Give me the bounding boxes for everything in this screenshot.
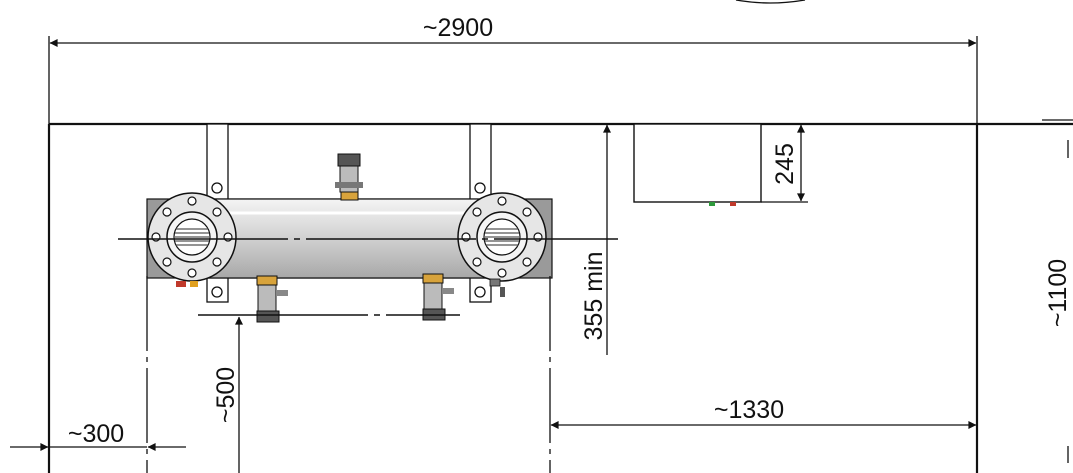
front-clearance-dimension: ~500 <box>212 316 243 473</box>
partial-object-top <box>735 0 806 4</box>
depth-label: ~1100 <box>1044 259 1072 327</box>
right-flange-icon <box>457 192 547 282</box>
overall-width-label: ~2900 <box>423 14 493 42</box>
front-clearance-label: ~500 <box>212 367 240 423</box>
right-clearance-dimension: ~1330 <box>550 396 977 429</box>
top-valve-icon <box>335 153 363 201</box>
bottom-left-valve-icon <box>256 275 288 323</box>
control-box-icon <box>633 123 762 206</box>
end-fittings <box>176 278 505 297</box>
min-distance-label: 355 min <box>580 252 608 341</box>
depth-dimension: ~1100 <box>1042 119 1073 463</box>
room-outline <box>47 122 1073 473</box>
left-clearance-label: ~300 <box>68 420 124 448</box>
left-clearance-dimension: ~300 <box>10 420 186 451</box>
vessel-extension-lines <box>146 276 551 473</box>
overall-width-dimension: ~2900 <box>48 14 978 124</box>
left-flange-icon <box>147 192 237 282</box>
panel-depth-dimension: 245 <box>761 124 808 203</box>
bottom-right-valve-icon <box>422 273 454 321</box>
right-clearance-label: ~1330 <box>714 396 784 424</box>
panel-depth-label: 245 <box>771 143 799 185</box>
center-lines <box>118 238 618 316</box>
min-distance-dimension: 355 min <box>580 124 611 355</box>
